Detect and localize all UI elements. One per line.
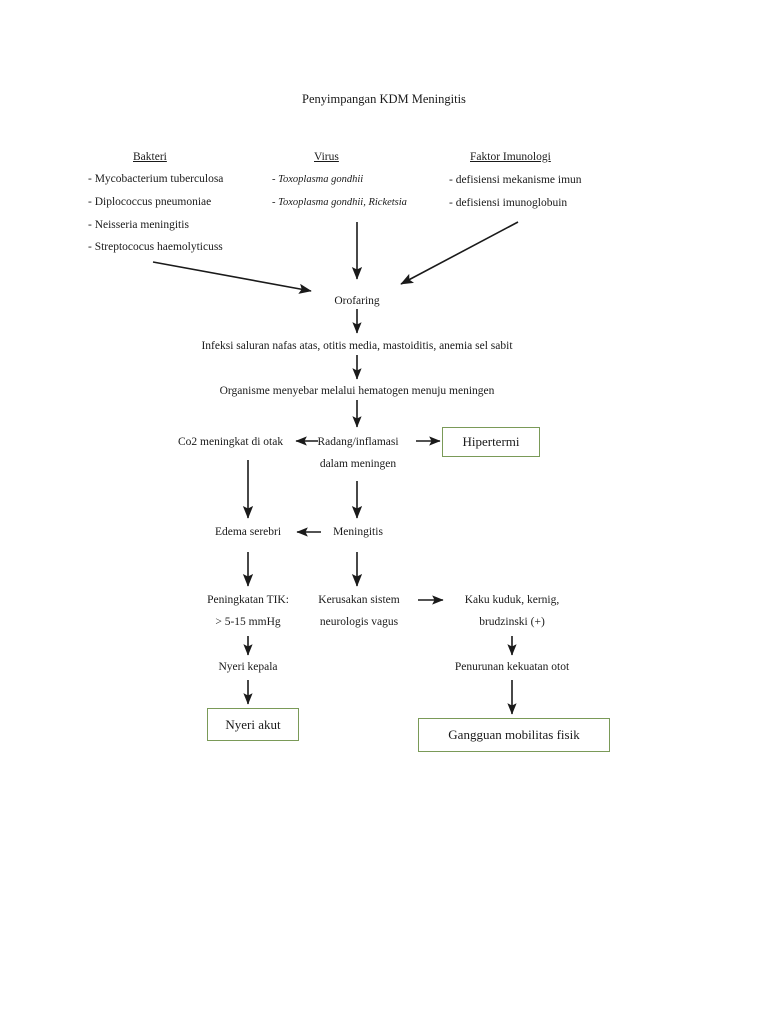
diagnosis-box-hipertermi[interactable]: Hipertermi [442,427,540,457]
diagnosis-box-nyeri-akut[interactable]: Nyeri akut [207,708,299,741]
node-radang-inflamasi-line2: dalam meningen [319,458,397,470]
bakteri-item-3: - Neisseria meningitis [88,219,189,231]
node-orofaring: Orofaring [334,295,380,307]
column-heading-faktor-imunologi: Faktor Imunologi [470,151,551,163]
imunologi-item-2: - defisiensi imunoglobuin [449,197,568,209]
node-co2-meningkat: Co2 meningkat di otak [178,436,284,448]
node-kerusakan-sistem-line1: Kerusakan sistem [318,594,400,606]
bakteri-item-1: - Mycobacterium tuberculosa [88,173,224,185]
diagnosis-box-gangguan-mobilitas-fisik-label: Gangguan mobilitas fisik [448,727,580,742]
diagnosis-box-gangguan-mobilitas-fisik[interactable]: Gangguan mobilitas fisik [418,718,610,752]
node-organisme-menyebar: Organisme menyebar melalui hematogen men… [219,385,495,397]
column-heading-bakteri: Bakteri [133,151,167,163]
node-kerusakan-sistem-line2: neurologis vagus [319,616,399,628]
imunologi-item-1: - defisiensi mekanisme imun [449,174,582,186]
node-edema-serebri: Edema serebri [214,526,282,538]
node-kaku-kuduk-line2: brudzinski (+) [479,616,545,628]
node-peningkatan-tik-line2: > 5-15 mmHg [215,616,281,628]
virus-item-1: - Toxoplasma gondhii [272,174,364,185]
arrow-imunologi-to-orofaring [400,221,519,285]
node-peningkatan-tik-line1: Peningkatan TIK: [207,594,289,606]
page-title: Penyimpangan KDM Meningitis [302,92,466,106]
node-kaku-kuduk-line1: Kaku kuduk, kernig, [464,594,560,606]
node-infeksi-saluran-nafas: Infeksi saluran nafas atas, otitis media… [201,340,513,352]
diagnosis-box-nyeri-akut-label: Nyeri akut [225,716,281,732]
node-penurunan-kekuatan-otot: Penurunan kekuatan otot [454,661,570,673]
virus-item-2: - Toxoplasma gondhii, Ricketsia [272,197,407,208]
diagnosis-box-hipertermi-label: Hipertermi [462,434,520,449]
arrow-bakteri-to-orofaring [152,261,312,294]
node-meningitis: Meningitis [333,526,383,538]
node-nyeri-kepala: Nyeri kepala [218,661,278,673]
bakteri-item-2: - Diplococcus pneumoniae [88,196,212,208]
column-heading-virus: Virus [314,151,339,163]
node-radang-inflamasi-line1: Radang/inflamasi [317,436,399,448]
bakteri-item-4: - Streptococus haemolyticuss [88,241,223,253]
